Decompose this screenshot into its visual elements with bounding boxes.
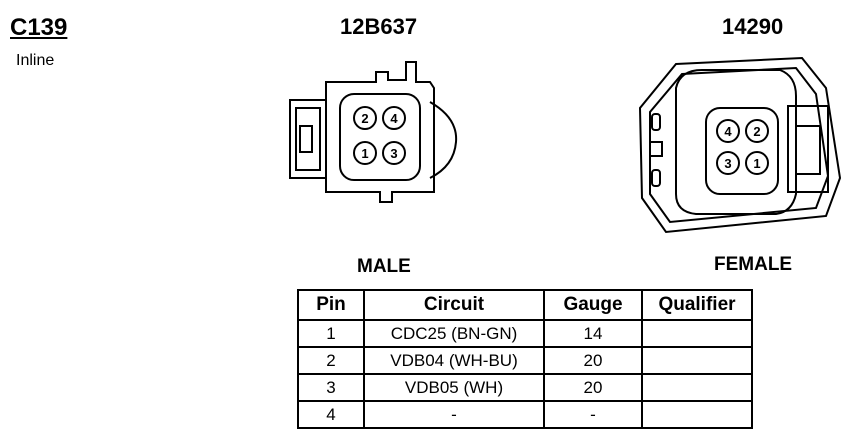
pin-cell: 1 — [297, 319, 365, 348]
male-pin-label: 2 — [361, 111, 368, 126]
pin-circuit-table: Pin Circuit Gauge Qualifier 1 CDC25 (BN-… — [297, 289, 753, 429]
male-pin-label: 4 — [390, 111, 398, 126]
male-pin-circle — [353, 106, 377, 130]
female-pin-label: 2 — [753, 124, 760, 139]
female-pin-circle — [716, 151, 740, 175]
female-pin-circle — [716, 119, 740, 143]
male-part-number: 12B637 — [340, 14, 418, 39]
circuit-cell: VDB04 (WH-BU) — [363, 346, 545, 375]
qualifier-cell — [641, 346, 753, 375]
column-header-qualifier: Qualifier — [641, 289, 753, 321]
qualifier-cell — [641, 400, 753, 429]
male-pin-label: 1 — [361, 146, 368, 161]
connector-type: Inline — [16, 52, 55, 69]
male-dome-outline — [429, 101, 458, 179]
circuit-cell: VDB05 (WH) — [363, 373, 545, 402]
male-connector-diagram: 2 4 1 3 — [289, 61, 458, 203]
female-pin-housing — [705, 107, 779, 195]
female-connector-diagram: 4 2 3 1 — [638, 56, 842, 234]
circuit-cell: CDC25 (BN-GN) — [363, 319, 545, 348]
male-pin-circle — [382, 106, 406, 130]
male-pin-label: 3 — [390, 146, 397, 161]
connector-id: C139 — [10, 14, 68, 41]
gauge-cell: 14 — [543, 319, 643, 348]
table-row: 4 - - — [297, 400, 753, 429]
female-side-slot — [649, 141, 663, 157]
male-latch-inner — [295, 107, 321, 171]
table-row: 3 VDB05 (WH) 20 — [297, 373, 753, 402]
gauge-cell: 20 — [543, 346, 643, 375]
female-part-number: 14290 — [722, 14, 784, 39]
pin-cell: 4 — [297, 400, 365, 429]
table-row: 1 CDC25 (BN-GN) 14 — [297, 319, 753, 348]
column-header-circuit: Circuit — [363, 289, 545, 321]
female-pin-label: 4 — [724, 124, 732, 139]
female-label: FEMALE — [714, 254, 793, 275]
female-shell-inner — [649, 66, 830, 224]
female-side-slot — [651, 169, 661, 187]
gauge-cell: - — [543, 400, 643, 429]
female-pin-circle — [745, 119, 769, 143]
male-latch-slot — [299, 125, 313, 153]
qualifier-cell — [641, 319, 753, 348]
table-row: 2 VDB04 (WH-BU) 20 — [297, 346, 753, 375]
male-pin-circle — [353, 141, 377, 165]
female-latch-inner — [795, 125, 821, 175]
pin-cell: 3 — [297, 373, 365, 402]
female-pin-label: 3 — [724, 156, 731, 171]
female-shell-outline — [638, 56, 842, 234]
male-pin-housing — [339, 93, 421, 181]
gauge-cell: 20 — [543, 373, 643, 402]
female-side-slot — [651, 113, 661, 131]
male-label: MALE — [357, 256, 411, 277]
male-pin-circle — [382, 141, 406, 165]
circuit-cell: - — [363, 400, 545, 429]
female-latch-frame — [787, 105, 829, 193]
column-header-pin: Pin — [297, 289, 365, 321]
female-body-outline — [675, 69, 797, 215]
female-pin-label: 1 — [753, 156, 760, 171]
female-pin-circle — [745, 151, 769, 175]
qualifier-cell — [641, 373, 753, 402]
table-header-row: Pin Circuit Gauge Qualifier — [297, 289, 753, 321]
column-header-gauge: Gauge — [543, 289, 643, 321]
pin-cell: 2 — [297, 346, 365, 375]
male-body-outline — [325, 61, 435, 203]
